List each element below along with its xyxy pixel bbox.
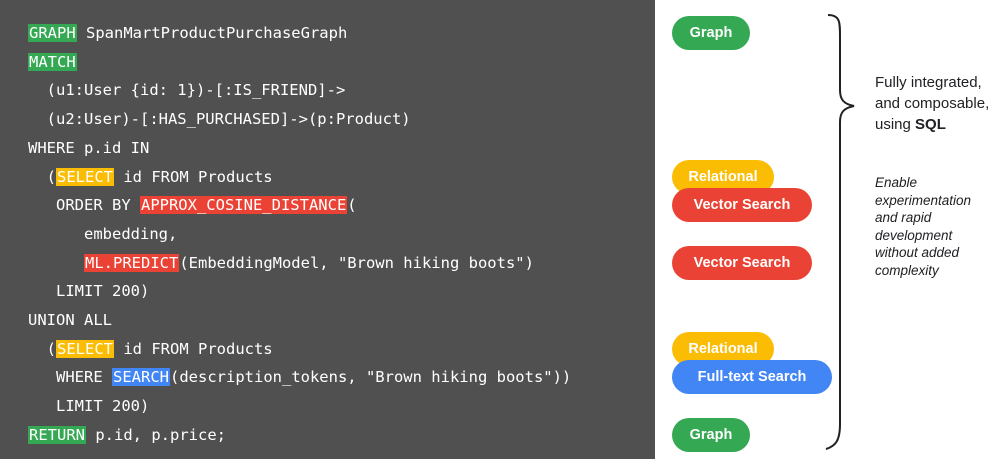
keyword-highlight-green: MATCH [28,52,77,71]
code-line: WHERE p.id IN [28,137,149,159]
keyword-highlight-blue: SEARCH [112,368,170,387]
code-text: LIMIT 200) [28,397,150,416]
tag-graph: Graph [672,16,750,50]
code-line: WHERE SEARCH(description_tokens, "Brown … [28,366,571,388]
code-line: (u2:User)-[:HAS_PURCHASED]->(p:Product) [28,108,411,130]
keyword-highlight-green: GRAPH [28,24,77,42]
keyword-highlight-green: RETURN [28,425,86,444]
keyword-highlight-red: APPROX_COSINE_DISTANCE [139,196,348,215]
code-text: ( [28,339,56,358]
code-line: GRAPH SpanMartProductPurchaseGraph [28,22,347,44]
keyword-highlight-red: ML.PREDICT [84,253,180,272]
curly-brace-icon [825,14,855,450]
code-line: embedding, [28,223,177,245]
code-text: SpanMartProductPurchaseGraph [76,24,348,42]
integration-note-text: Fully integrated, and composable, using [875,74,990,133]
code-text: (description_tokens, "Brown hiking boots… [170,368,572,387]
code-text: ( [28,167,56,186]
tag-graph: Graph [672,417,750,452]
code-text: embedding, [28,224,178,243]
keyword-highlight-yellow: SELECT [56,167,114,186]
code-text: LIMIT 200) [28,282,150,301]
code-text: (u2:User)-[:HAS_PURCHASED]->(p:Product) [28,110,411,129]
tag-vector-search: Vector Search [672,188,812,223]
code-line: ORDER BY APPROX_COSINE_DISTANCE( [28,194,357,216]
code-text: (EmbeddingModel, "Brown hiking boots") [179,253,534,272]
code-line: LIMIT 200) [28,280,149,302]
code-line: MATCH [28,51,77,73]
code-text: id FROM Products [114,167,273,186]
code-text: (u1:User {id: 1})-[:IS_FRIEND]-> [28,81,346,100]
code-line: (u1:User {id: 1})-[:IS_FRIEND]-> [28,79,346,101]
code-text [28,254,84,272]
experimentation-note: Enable experimentation and rapid develop… [875,175,972,278]
sql-label: SQL [915,116,946,133]
code-text: UNION ALL [28,311,112,329]
code-text: p.id, p.price; [86,425,226,444]
keyword-highlight-yellow: SELECT [56,339,114,358]
code-line: UNION ALL [28,309,112,331]
tag-relational: Relational [672,331,774,366]
tag-full-text-search: Full-text Search [672,360,832,395]
code-line: (SELECT id FROM Products [28,166,273,188]
code-line: LIMIT 200) [28,395,149,417]
code-line: RETURN p.id, p.price; [28,424,226,446]
tag-relational: Relational [672,159,774,194]
code-text: WHERE [28,368,112,387]
code-text: id FROM Products [114,339,273,358]
code-text: WHERE p.id IN [28,138,150,157]
code-line: ML.PREDICT(EmbeddingModel, "Brown hiking… [28,252,534,274]
tag-vector-search: Vector Search [672,245,812,280]
integration-note: Fully integrated, and composable, using … [875,72,1000,135]
code-text: ORDER BY [28,196,140,215]
code-text: ( [347,196,357,215]
code-line: (SELECT id FROM Products [28,338,273,360]
